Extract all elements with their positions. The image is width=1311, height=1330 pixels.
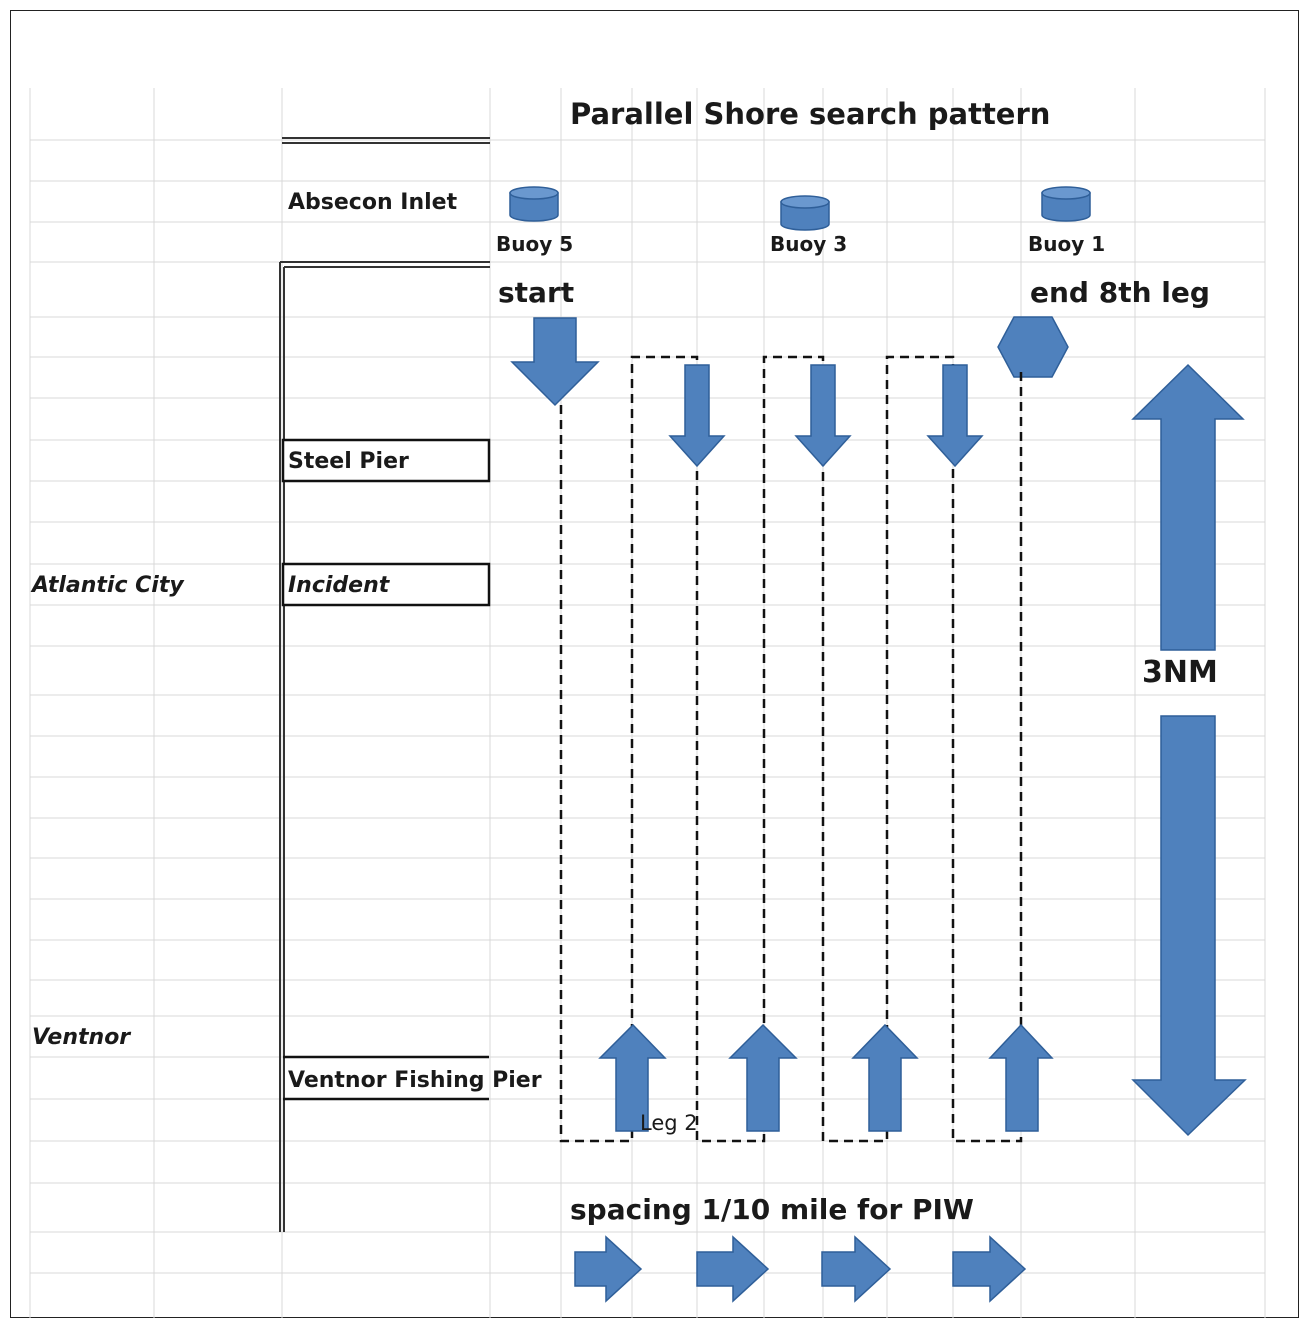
up-arrow-icon: [728, 1023, 798, 1132]
distance-label: 3NM: [1142, 655, 1218, 690]
steel-pier-box: [281, 438, 491, 483]
end-hexagon-icon: [997, 316, 1069, 378]
right-arrow-icon: [696, 1235, 770, 1303]
right-arrow-icon: [952, 1235, 1027, 1303]
up-arrow-icon: [851, 1023, 919, 1132]
buoy-1-label: Buoy 1: [1028, 232, 1106, 256]
shoreline: [279, 137, 490, 1232]
buoy-5-label: Buoy 5: [496, 232, 574, 256]
down-arrow-icon: [926, 364, 984, 468]
ventnor-fishing-pier-label: Ventnor Fishing Pier: [288, 1068, 542, 1093]
distance-down-arrow-icon: [1131, 715, 1247, 1137]
absecon-inlet-label: Absecon Inlet: [288, 190, 458, 215]
steel-pier-label: Steel Pier: [288, 449, 409, 474]
buoy-3-icon: [780, 195, 830, 231]
spacing-arrows: [574, 1235, 1027, 1303]
diagram-frame: [10, 10, 1299, 1318]
buoy-5-icon: [509, 186, 559, 222]
atlantic-city-label: Atlantic City: [32, 573, 184, 598]
incident-box: [281, 562, 491, 607]
end-label: end 8th leg: [1030, 276, 1210, 309]
right-arrow-icon: [574, 1235, 643, 1303]
start-arrow-icon: [510, 317, 600, 407]
buoy-1-icon: [1041, 186, 1091, 222]
start-label: start: [498, 276, 575, 309]
distance-arrows: [1131, 363, 1247, 1137]
distance-up-arrow-icon: [1131, 363, 1245, 651]
up-arrow-icon: [598, 1023, 667, 1132]
down-arrow-icon: [668, 364, 726, 468]
down-leg-arrows: [668, 364, 984, 468]
up-arrow-icon: [988, 1023, 1054, 1132]
search-path: [559, 355, 1023, 1143]
spacing-label: spacing 1/10 mile for PIW: [570, 1193, 974, 1226]
incident-label: Incident: [288, 573, 390, 598]
up-leg-arrows: [598, 1023, 1054, 1132]
pier-boxes: [281, 438, 491, 1101]
leg-2-label: Leg 2: [640, 1111, 698, 1135]
down-arrow-icon: [794, 364, 852, 468]
right-arrow-icon: [821, 1235, 892, 1303]
ventnor-label: Ventnor: [32, 1025, 131, 1050]
diagram-title: Parallel Shore search pattern: [570, 97, 1051, 131]
buoy-3-label: Buoy 3: [770, 232, 848, 256]
buoy-icons: [509, 186, 1091, 231]
